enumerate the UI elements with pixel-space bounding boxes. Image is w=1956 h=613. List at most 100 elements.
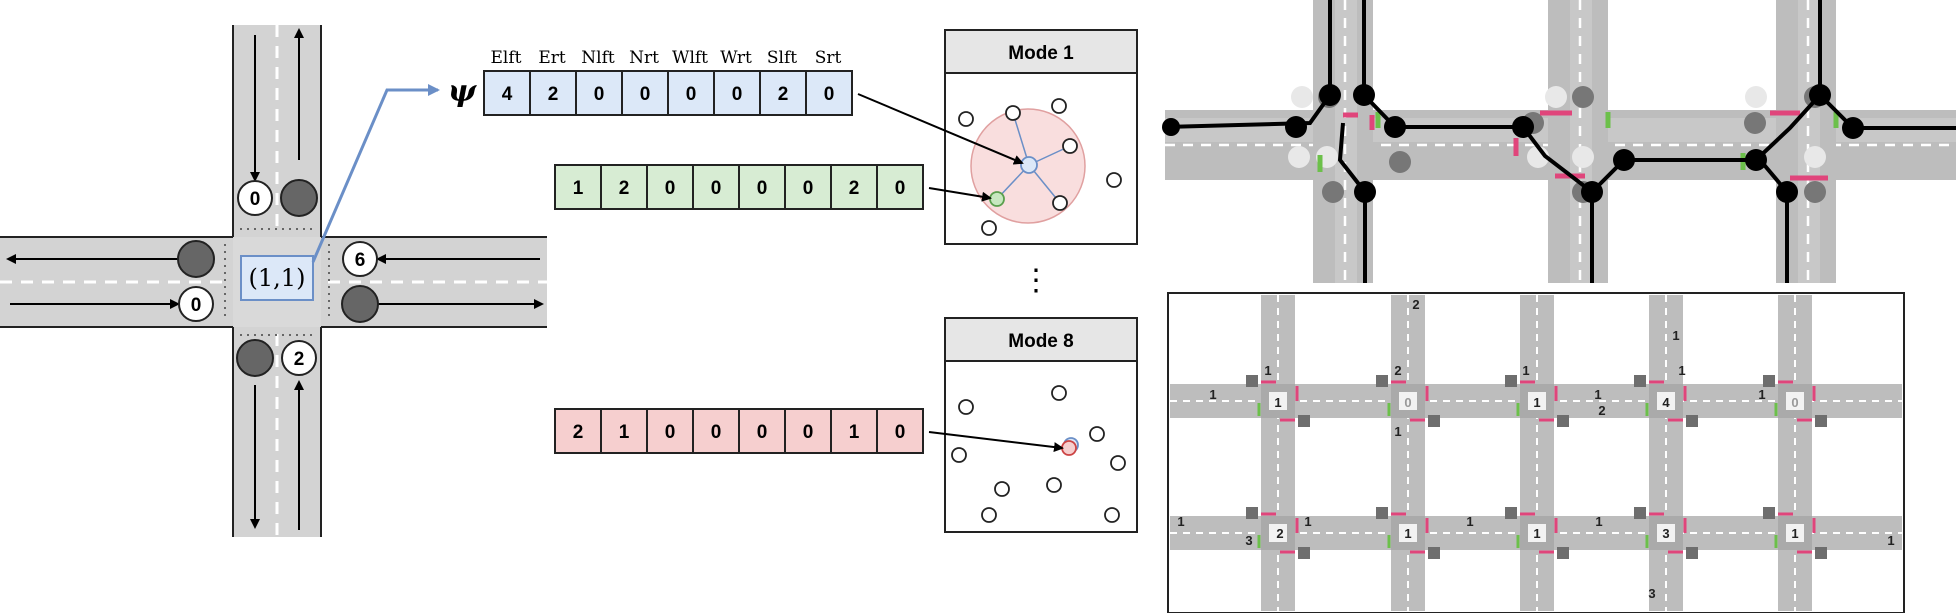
red-vector-value: 1 [619, 422, 630, 443]
psi-vector-cell [575, 70, 623, 116]
column-header: Nlft [581, 48, 615, 68]
svg-text:0: 0 [1404, 395, 1411, 410]
count-east: 6 [355, 250, 366, 271]
green-vector-cell [784, 164, 832, 210]
grid-number-labels: 2 2 1 1 1 1 1 1 1 0 1 4 0 2 1 1 3 1 1 2 … [1177, 297, 1894, 601]
red-vector-value: 1 [849, 422, 860, 443]
green-vector-value: 0 [895, 178, 906, 199]
signal-light-south [236, 339, 274, 377]
mode-8-red-point [1061, 440, 1077, 456]
svg-text:1: 1 [1533, 395, 1540, 410]
svg-text:3: 3 [1245, 533, 1252, 548]
intersection-diagram: 0 6 0 2 (1,1) [0, 25, 547, 537]
mode-1-title: Mode 1 [1008, 43, 1074, 64]
green-vector-value: 0 [711, 178, 722, 199]
svg-text:1: 1 [1264, 363, 1271, 378]
svg-text:1: 1 [1533, 526, 1540, 541]
svg-text:1: 1 [1466, 514, 1473, 529]
svg-text:1: 1 [1304, 514, 1311, 529]
red-vector-cell [876, 408, 924, 454]
psi-vector-value: 0 [594, 84, 605, 105]
column-header: Elft [491, 48, 522, 68]
psi-vector-value: 4 [502, 84, 513, 105]
psi-vector-value: 2 [548, 84, 559, 105]
svg-text:2: 2 [1598, 403, 1605, 418]
red-vector-cell [600, 408, 648, 454]
red-vector-value: 0 [895, 422, 906, 443]
signal-light-north [280, 179, 318, 217]
svg-text:0: 0 [1791, 395, 1798, 410]
green-vector-cell [600, 164, 648, 210]
svg-text:2: 2 [1276, 526, 1283, 541]
red-vector-cell [554, 408, 602, 454]
count-south: 2 [294, 349, 305, 370]
column-header: Srt [815, 48, 842, 68]
svg-text:1: 1 [1394, 424, 1401, 439]
psi-vector-cell [759, 70, 807, 116]
green-vector-cell [830, 164, 878, 210]
psi-symbol: ψ [448, 74, 478, 109]
count-north: 0 [250, 189, 261, 210]
psi-vector-value: 0 [824, 84, 835, 105]
red-vector-cell [830, 408, 878, 454]
arrow-psi-to-mode1 [857, 93, 1024, 165]
svg-text:3: 3 [1662, 526, 1669, 541]
count-circle-east [342, 241, 378, 277]
psi-vector-value: 0 [640, 84, 651, 105]
green-vector-value: 2 [849, 178, 860, 199]
count-circle-north [237, 180, 273, 216]
red-vector-value: 0 [803, 422, 814, 443]
mode-8-box: Mode 8 [944, 317, 1138, 533]
psi-vector-cell [621, 70, 669, 116]
signal-light-east [341, 285, 379, 323]
psi-vector-cell [805, 70, 853, 116]
svg-text:1: 1 [1678, 363, 1685, 378]
signal-light-west [177, 240, 215, 278]
grid-network: 2 2 1 1 1 1 1 1 1 0 1 4 0 2 1 1 3 1 1 2 … [1167, 292, 1905, 613]
mode-1-center-point [1020, 156, 1038, 174]
connector-arrow [311, 84, 440, 263]
svg-text:1: 1 [1594, 387, 1601, 402]
column-header: Nrt [629, 48, 659, 68]
green-vector-value: 0 [665, 178, 676, 199]
arrow-green-to-mode1 [928, 187, 992, 202]
svg-text:4: 4 [1662, 395, 1670, 410]
column-header: Wrt [720, 48, 752, 68]
svg-text:1: 1 [1887, 533, 1894, 548]
mode-1-box: Mode 1 [944, 29, 1138, 245]
red-vector-cell [738, 408, 786, 454]
green-vector-value: 2 [619, 178, 630, 199]
intersection-label: (1,1) [249, 264, 306, 292]
svg-text:1: 1 [1758, 387, 1765, 402]
svg-text:1: 1 [1595, 514, 1602, 529]
red-vector-value: 0 [711, 422, 722, 443]
psi-vector-cell [713, 70, 761, 116]
svg-text:2: 2 [1394, 363, 1401, 378]
green-vector-value: 0 [757, 178, 768, 199]
phase-diagram [1162, 0, 1956, 283]
red-vector-value: 2 [573, 422, 584, 443]
red-vector-cell [784, 408, 832, 454]
svg-text:1: 1 [1274, 395, 1281, 410]
red-vector-value: 0 [757, 422, 768, 443]
svg-text:1: 1 [1177, 514, 1184, 529]
svg-text:3: 3 [1648, 586, 1655, 601]
green-vector-cell [876, 164, 924, 210]
svg-text:2: 2 [1412, 297, 1419, 312]
column-header: Slft [767, 48, 797, 68]
red-vector-value: 0 [665, 422, 676, 443]
svg-text:1: 1 [1791, 526, 1798, 541]
psi-vector-cell [667, 70, 715, 116]
count-west: 0 [191, 295, 202, 316]
column-header: Ert [538, 48, 566, 68]
psi-vector-value: 2 [778, 84, 789, 105]
mode-8-title: Mode 8 [1008, 331, 1073, 352]
green-vector-cell [692, 164, 740, 210]
green-vector-cell [738, 164, 786, 210]
psi-vector-value: 0 [686, 84, 697, 105]
green-vector-value: 1 [573, 178, 584, 199]
ellipsis: ⋮ [1021, 264, 1051, 297]
arrow-red-to-mode8 [928, 431, 1064, 453]
svg-text:1: 1 [1209, 387, 1216, 402]
